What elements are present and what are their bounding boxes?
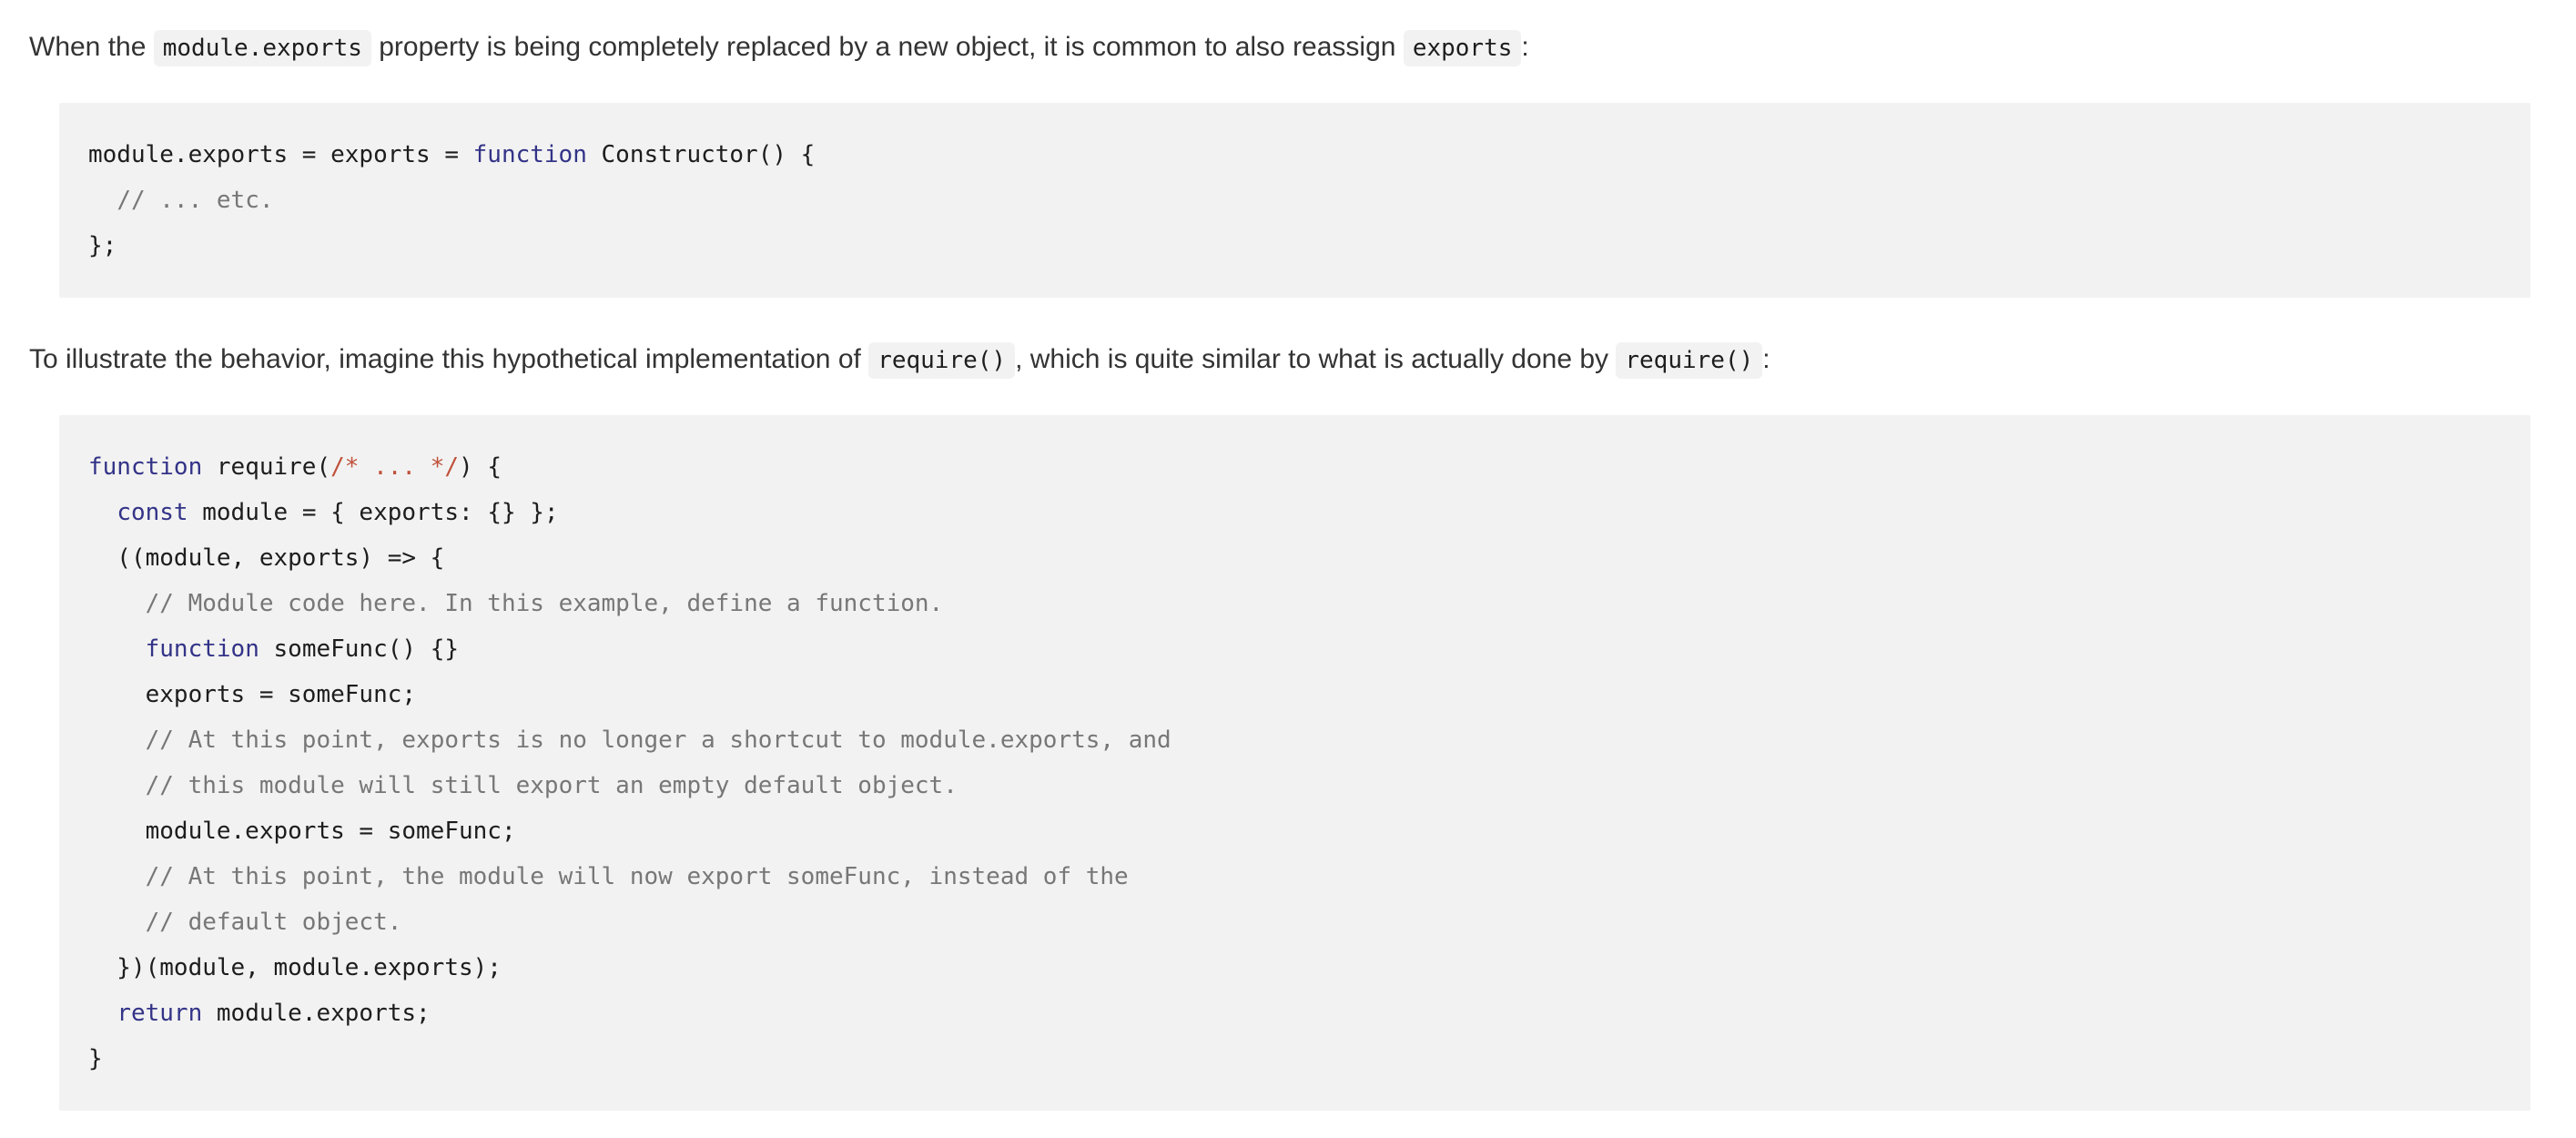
code-token-plain: module.exports = someFunc; bbox=[88, 818, 516, 845]
code-token-cm: // At this point, the module will now ex… bbox=[145, 863, 1129, 890]
code-line: module.exports = exports = function Cons… bbox=[88, 132, 2501, 178]
code-token-kw: function bbox=[472, 141, 587, 168]
code-line: } bbox=[88, 1036, 2501, 1082]
inline-code: module.exports bbox=[153, 30, 371, 66]
code-block-require-implementation: function require(/* ... */) { const modu… bbox=[59, 415, 2530, 1111]
code-token-cm: // default object. bbox=[145, 909, 402, 936]
code-line: // At this point, exports is no longer a… bbox=[88, 717, 2501, 763]
paragraph-text: property is being completely replaced by… bbox=[370, 32, 1404, 62]
code-token-kw: return bbox=[117, 1000, 203, 1027]
code-line: function require(/* ... */) { bbox=[88, 444, 2501, 490]
code-token-plain bbox=[88, 863, 146, 890]
intro-paragraph-require-implementation: To illustrate the behavior, imagine this… bbox=[29, 340, 2530, 381]
code-line: function someFunc() {} bbox=[88, 626, 2501, 672]
code-line: })(module, module.exports); bbox=[88, 945, 2501, 991]
code-block-constructor-example: module.exports = exports = function Cons… bbox=[59, 103, 2530, 298]
code-token-plain bbox=[88, 590, 146, 617]
code-token-plain: }; bbox=[88, 232, 117, 259]
code-token-plain bbox=[88, 635, 146, 663]
code-token-cm: // Module code here. In this example, de… bbox=[145, 590, 944, 617]
code-token-kw: function bbox=[88, 453, 203, 481]
code-token-plain: Constructor() { bbox=[586, 141, 816, 168]
code-token-rd: /* ... */ bbox=[330, 453, 460, 481]
code-token-kw: function bbox=[145, 635, 259, 663]
code-line: // this module will still export an empt… bbox=[88, 763, 2501, 808]
code-line: exports = someFunc; bbox=[88, 672, 2501, 717]
code-token-plain bbox=[88, 726, 146, 754]
paragraph-text: : bbox=[1762, 344, 1770, 374]
paragraph-text: When the bbox=[29, 32, 154, 62]
code-line: // default object. bbox=[88, 899, 2501, 945]
code-token-cm: // At this point, exports is no longer a… bbox=[145, 726, 1171, 754]
inline-code: require() bbox=[868, 342, 1016, 379]
code-line: return module.exports; bbox=[88, 991, 2501, 1036]
code-token-plain: ((module, exports) => { bbox=[88, 544, 445, 572]
inline-code: exports bbox=[1403, 30, 1522, 66]
code-line: }; bbox=[88, 223, 2501, 269]
docs-content: When the module.exports property is bein… bbox=[29, 27, 2530, 1111]
code-token-plain bbox=[88, 772, 146, 799]
code-line: // ... etc. bbox=[88, 178, 2501, 223]
code-line: // Module code here. In this example, de… bbox=[88, 581, 2501, 626]
code-token-plain: module = { exports: {} }; bbox=[188, 499, 559, 526]
code-token-cm: // ... etc. bbox=[117, 187, 274, 214]
code-line: const module = { exports: {} }; bbox=[88, 490, 2501, 535]
code-token-plain bbox=[88, 187, 117, 214]
code-token-plain: module.exports; bbox=[202, 1000, 431, 1027]
paragraph-text: , which is quite similar to what is actu… bbox=[1015, 344, 1617, 374]
intro-paragraph-module-exports: When the module.exports property is bein… bbox=[29, 27, 2530, 68]
code-token-plain: require( bbox=[202, 453, 331, 481]
code-token-plain: ) { bbox=[459, 453, 502, 481]
code-token-plain: } bbox=[88, 1045, 103, 1072]
code-token-plain bbox=[88, 499, 117, 526]
code-token-plain: someFunc() {} bbox=[259, 635, 460, 663]
paragraph-text: : bbox=[1521, 32, 1529, 62]
code-token-plain bbox=[88, 909, 146, 936]
paragraph-text: To illustrate the behavior, imagine this… bbox=[29, 344, 869, 374]
code-line: ((module, exports) => { bbox=[88, 535, 2501, 581]
inline-code: require() bbox=[1616, 342, 1763, 379]
code-line: // At this point, the module will now ex… bbox=[88, 854, 2501, 899]
code-token-plain: module.exports = exports = bbox=[88, 141, 473, 168]
code-line: module.exports = someFunc; bbox=[88, 808, 2501, 854]
code-token-plain bbox=[88, 1000, 117, 1027]
code-token-kw: const bbox=[117, 499, 188, 526]
code-token-plain: })(module, module.exports); bbox=[88, 954, 502, 981]
code-token-plain: exports = someFunc; bbox=[88, 681, 417, 708]
code-token-cm: // this module will still export an empt… bbox=[145, 772, 958, 799]
